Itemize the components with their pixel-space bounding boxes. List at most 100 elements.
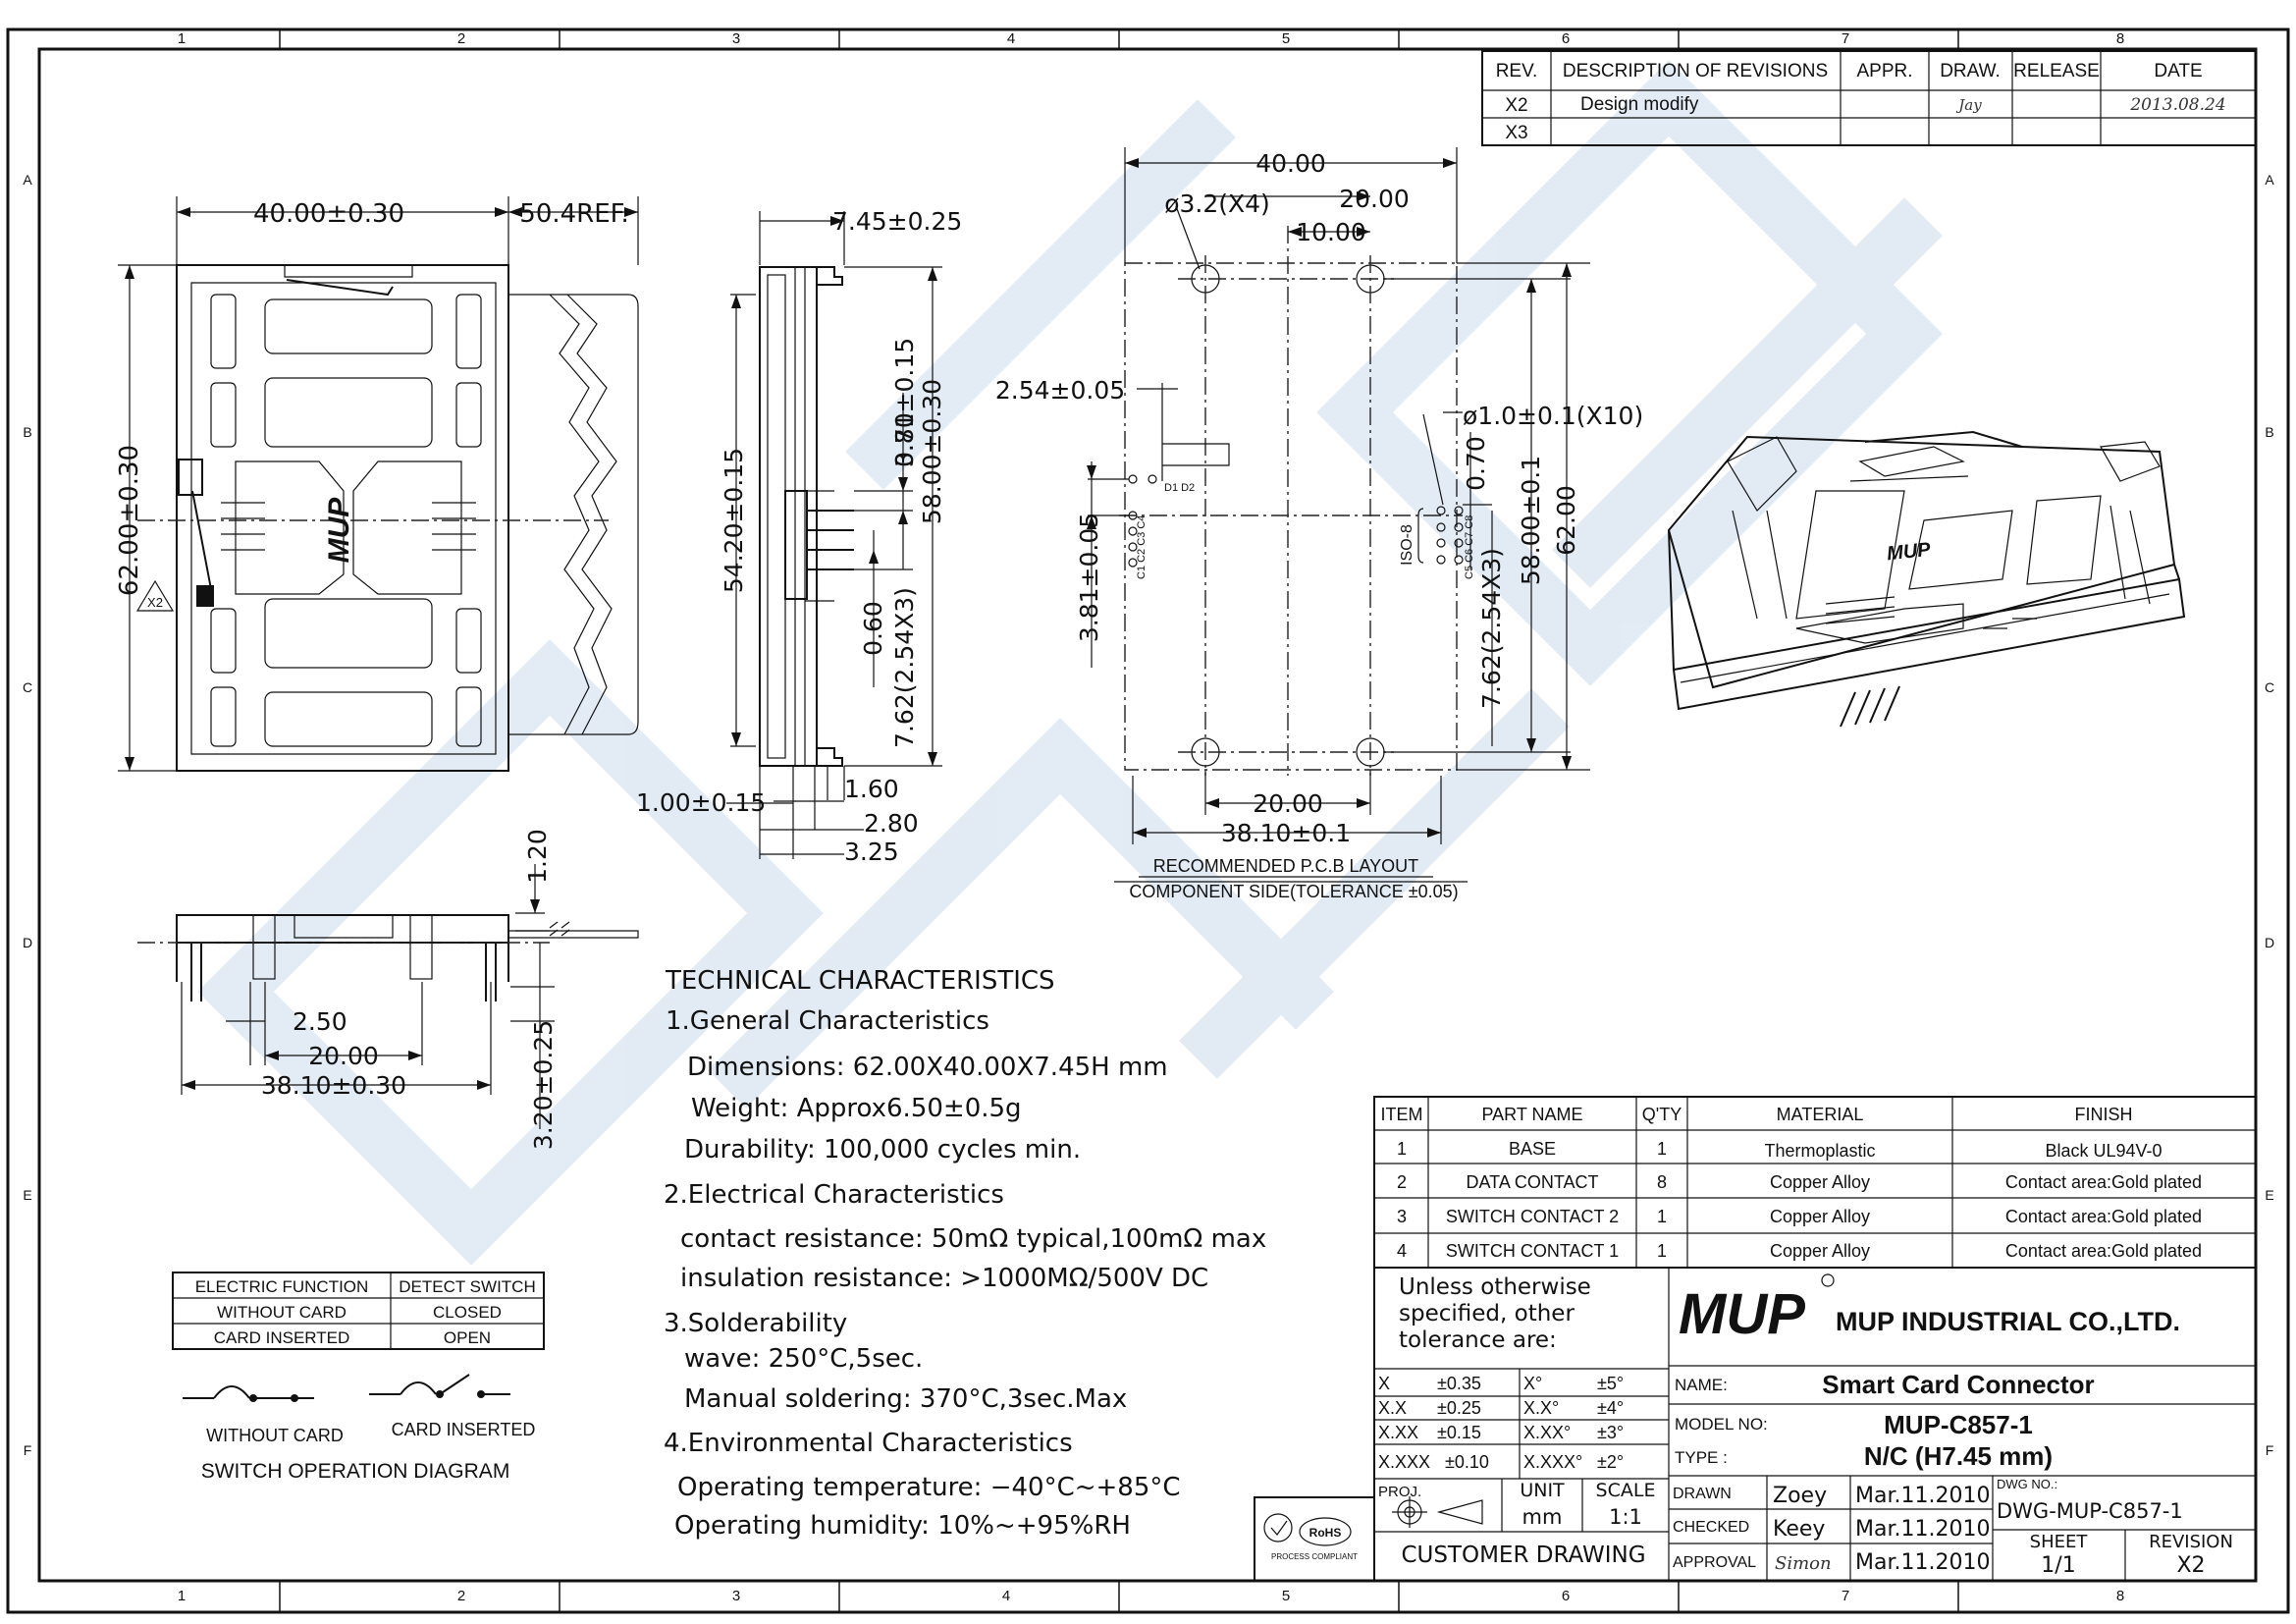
- bom-header-item: ITEM: [1381, 1105, 1423, 1124]
- bom-header-finish: FINISH: [2074, 1105, 2132, 1124]
- dim-front-320: 3.20±0.25: [529, 1020, 558, 1150]
- bom-r1-item: 1: [1397, 1139, 1407, 1159]
- tol-r1-c1: X: [1378, 1374, 1390, 1393]
- name-label: NAME:: [1675, 1376, 1728, 1394]
- sheet-value: 1/1: [2041, 1553, 2075, 1578]
- bom-r3-material: Copper Alloy: [1770, 1207, 1870, 1226]
- pcb-layout: 40.00 20.00 ø3.2(X4) 10.00 2.54±0.05 D1 …: [995, 147, 1643, 901]
- tech-line-7: insulation resistance: >1000MΩ/500V DC: [680, 1264, 1208, 1293]
- dim-pcb-40: 40.00: [1255, 149, 1326, 178]
- tol-r3-c3: X.XX°: [1523, 1423, 1571, 1442]
- dim-pcb-62: 62.00: [1552, 485, 1580, 556]
- svg-text:MUP: MUP: [1679, 1282, 1805, 1346]
- tech-line-11: 4.Environmental Characteristics: [664, 1429, 1073, 1458]
- bom-r1-finish: Black UL94V-0: [2045, 1141, 2162, 1161]
- zone-columns: 1 2 3 4 5 6 7 8 1 2 3 4 5 6 7 8 A B C D …: [23, 29, 2274, 1612]
- technical-characteristics: TECHNICAL CHARACTERISTICS 1.General Char…: [664, 966, 1266, 1541]
- switch-open-symbol: [369, 1374, 510, 1398]
- tech-line-10: Manual soldering: 370°C,3sec.Max: [684, 1384, 1127, 1414]
- tech-line-4: Durability: 100,000 cycles min.: [684, 1135, 1081, 1164]
- switch-caption: SWITCH OPERATION DIAGRAM: [201, 1460, 510, 1483]
- dim-pcb-254: 2.54±0.05: [995, 376, 1125, 405]
- dim-side-280: 2.80: [864, 809, 919, 838]
- rohs-subtext: PROCESS COMPLIANT: [1271, 1552, 1358, 1561]
- zone-col-5: 5: [1282, 30, 1290, 47]
- tol-r4-c1: X.XXX: [1378, 1452, 1430, 1472]
- switch-row2-function: CARD INSERTED: [214, 1328, 350, 1347]
- top-view: 40.00±0.30 50.4REF. 62.00±0.30: [115, 196, 639, 772]
- dim-front-3810: 38.10±0.30: [261, 1071, 406, 1100]
- bom-r3-qty: 1: [1657, 1207, 1667, 1226]
- tol-note-2: specified, other: [1399, 1301, 1575, 1326]
- bom-r4-part: SWITCH CONTACT 1: [1446, 1241, 1619, 1261]
- drawn-label: DRAWN: [1673, 1486, 1732, 1502]
- top-view-rev-mark: X2: [147, 595, 163, 610]
- tol-r4-c4: ±2°: [1597, 1452, 1624, 1472]
- zone-col-6-bottom: 6: [1562, 1588, 1570, 1604]
- bom-header-qty: Q'TY: [1642, 1105, 1682, 1124]
- scale-value: 1:1: [1609, 1505, 1642, 1529]
- dwg-label: DWG NO.:: [1997, 1477, 2057, 1491]
- pcb-pins-left: C1 C2 C3 C4: [1136, 515, 1148, 579]
- unit-value: mm: [1522, 1505, 1563, 1529]
- outer-frame: [6, 27, 2290, 1614]
- front-view: 1.20 3.20±0.25 2.50 20.00 38.10±0.30: [137, 829, 639, 1150]
- bom-header-material: MATERIAL: [1777, 1105, 1864, 1124]
- zone-col-4-bottom: 4: [1002, 1588, 1010, 1604]
- tol-r3-c4: ±3°: [1597, 1423, 1624, 1442]
- switch-closed-symbol: [183, 1385, 314, 1402]
- tech-line-3: Weight: Approx6.50±0.5g: [691, 1094, 1022, 1123]
- switch-label-without: WITHOUT CARD: [206, 1426, 344, 1445]
- rev-header-draw: DRAW.: [1940, 61, 2001, 81]
- dim-pcb-070: 0.70: [1462, 436, 1490, 491]
- dim-top-width: 40.00±0.30: [253, 199, 404, 229]
- dim-side-381: 3.81±0.15: [890, 338, 919, 467]
- model-label: MODEL NO:: [1675, 1415, 1768, 1434]
- dim-side-762: 7.62(2.54X3): [890, 587, 919, 748]
- tech-line-13: Operating humidity: 10%~+95%RH: [674, 1511, 1131, 1541]
- zone-row-e: E: [23, 1187, 31, 1203]
- tol-note-3: tolerance are:: [1399, 1327, 1557, 1353]
- bom-r4-qty: 1: [1657, 1241, 1667, 1261]
- bom-r4-finish: Contact area:Gold plated: [2005, 1241, 2202, 1261]
- pcb-caption-1: RECOMMENDED P.C.B LAYOUT: [1153, 856, 1418, 876]
- pcb-pins-right: C5 C6 C7 C8: [1464, 515, 1475, 579]
- zone-row-f: F: [24, 1442, 32, 1458]
- zone-row-a-right: A: [2265, 172, 2274, 188]
- zone-col-1-bottom: 1: [178, 1588, 186, 1604]
- bom-r3-item: 3: [1397, 1207, 1407, 1226]
- rev-triangle-icon: [135, 579, 175, 612]
- dim-side-54: 54.20±0.15: [720, 448, 748, 593]
- tol-r4-c3: X.XXX°: [1523, 1452, 1582, 1472]
- rev-header-date: DATE: [2154, 61, 2202, 81]
- dim-front-2000: 20.00: [308, 1042, 379, 1070]
- zone-row-d: D: [23, 935, 32, 950]
- dim-side-100: 1.00±0.15: [636, 788, 766, 817]
- tol-r2-c4: ±4°: [1597, 1398, 1624, 1418]
- pcb-pins-d: D1 D2: [1164, 482, 1195, 494]
- pcb-iso-label: ISO-8: [1399, 524, 1415, 566]
- customer-drawing: CUSTOMER DRAWING: [1401, 1543, 1645, 1568]
- bom-r1-material: Thermoplastic: [1764, 1141, 1875, 1161]
- tol-note-1: Unless otherwise: [1399, 1274, 1591, 1300]
- bom-r2-finish: Contact area:Gold plated: [2005, 1172, 2202, 1192]
- rohs-badge: RoHS PROCESS COMPLIANT: [1254, 1496, 1375, 1582]
- dim-pcb-20-top: 20.00: [1339, 185, 1410, 213]
- bom-r1-qty: 1: [1657, 1139, 1667, 1159]
- zone-col-8: 8: [2116, 30, 2124, 47]
- zone-col-3: 3: [732, 30, 740, 47]
- sheet-label: SHEET: [2030, 1532, 2089, 1552]
- revision-value: X2: [2176, 1553, 2205, 1578]
- bom-r3-part: SWITCH CONTACT 2: [1446, 1207, 1619, 1226]
- zone-col-5-bottom: 5: [1282, 1588, 1290, 1604]
- dim-pcb-3810: 38.10±0.1: [1221, 819, 1351, 847]
- zone-col-8-bottom: 8: [2116, 1588, 2124, 1604]
- dwg-value: DWG-MUP-C857-1: [1997, 1499, 2183, 1523]
- projection-symbol-icon: [1392, 1496, 1483, 1528]
- dim-pcb-381: 3.81±0.05: [1075, 513, 1103, 642]
- type-value: N/C (H7.45 mm): [1864, 1441, 2053, 1471]
- tol-r3-c2: ±0.15: [1437, 1423, 1481, 1442]
- revision-label: REVISION: [2149, 1532, 2233, 1552]
- rev-header-desc: DESCRIPTION OF REVISIONS: [1563, 61, 1828, 81]
- bom-r3-finish: Contact area:Gold plated: [2005, 1207, 2202, 1226]
